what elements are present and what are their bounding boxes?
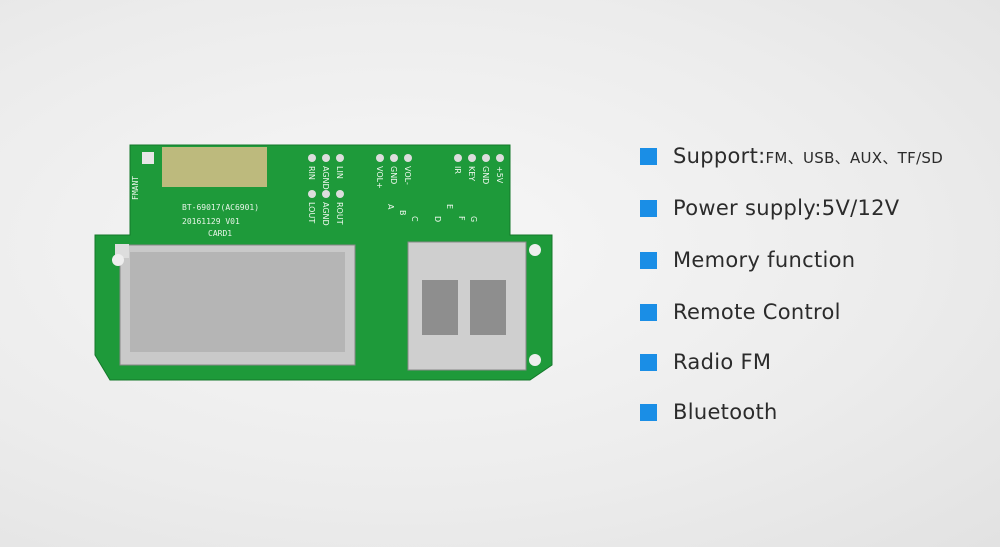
square-bullet-icon [640,403,657,421]
pad-letter: C [410,216,419,222]
feature-label: Bluetooth [673,400,778,424]
feature-list: Support:FM、USB、AUX、TF/SD Power supply:5V… [640,130,943,438]
feature-memory: Memory function [640,234,943,286]
antenna-label: FMANT [131,176,140,200]
feature-support: Support:FM、USB、AUX、TF/SD [640,130,943,182]
feature-detail: FM、USB、AUX、TF/SD [765,149,944,167]
pin-label-lin: LIN [335,166,344,179]
pin-label-gnd: GND [389,166,398,184]
pin-label-rout: ROUT [335,202,344,225]
pin-label-agnd: AGND [321,166,330,190]
feature-label: Memory function [673,248,856,272]
pin-label-5v: +5V [495,166,504,184]
pad-letter-row: A B C D E F G [386,204,478,222]
card-label: CARD1 [208,229,232,238]
square-bullet-icon [640,147,657,165]
bluetooth-audio-board-photo: BT-69017(AC6901) 20161129 V01 CARD1 FMAN… [94,144,553,381]
feature-label: Power supply:5V/12V [673,196,900,220]
pad-letter: G [469,216,478,222]
board-revision-label: 20161129 V01 [182,217,240,226]
feature-power-supply: Power supply:5V/12V [640,182,943,234]
pin-label-lout: LOUT [307,202,316,223]
pin-label-ir: IR [453,166,462,174]
feature-label: Remote Control [673,300,841,324]
feature-label: Support: [673,144,766,168]
square-bullet-icon [640,353,657,371]
pin-label-agnd-2: AGND [321,202,330,226]
pad-letter: D [433,216,442,222]
square-bullet-icon [640,199,657,217]
pin-label-key: KEY [467,166,476,181]
feature-radio: Radio FM [640,338,943,386]
pin-label-vol-plus: VOL+ [375,166,384,189]
fm-antenna-pad [142,152,154,164]
feature-label: Radio FM [673,350,772,374]
pad-letter: A [386,204,395,210]
feature-remote: Remote Control [640,286,943,338]
pad-letter: F [457,216,466,221]
pin-label-gnd-2: GND [481,166,490,184]
pad-letter: E [445,204,454,209]
square-bullet-icon [640,303,657,321]
pin-label-vol-minus: VOL- [403,166,412,185]
antenna-area [162,147,267,187]
pin-label-rin: RIN [307,166,316,180]
board-model-label: BT-69017(AC6901) [182,203,259,212]
feature-bluetooth: Bluetooth [640,386,943,438]
square-bullet-icon [640,251,657,269]
pad-letter: B [398,210,407,216]
